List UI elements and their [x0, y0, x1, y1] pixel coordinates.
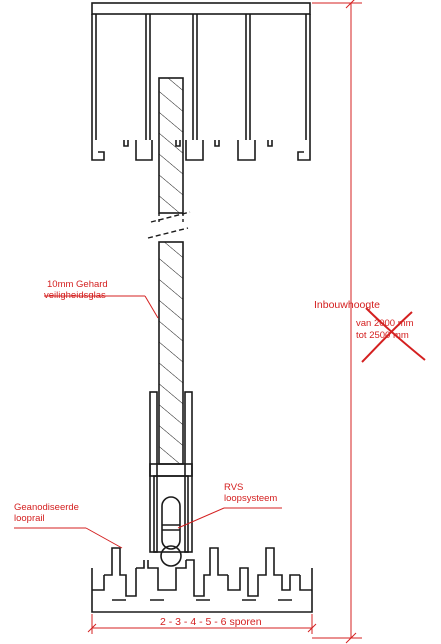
height-dimension — [312, 0, 362, 644]
leader-lines — [14, 295, 282, 549]
bottom-rail-profile — [91, 547, 313, 613]
system-label-line2: loopsysteem — [224, 493, 278, 504]
height-title: Inbouwhoogte — [314, 299, 380, 311]
tracks-label: 2 - 3 - 4 - 5 - 6 sporen — [160, 616, 262, 628]
glass-clamp — [149, 391, 193, 553]
roller-system — [160, 496, 182, 567]
rail-label-line2: looprail — [14, 513, 45, 524]
top-rail-profile — [91, 2, 311, 161]
track-dimension — [87, 614, 317, 634]
glass-panel — [147, 77, 191, 465]
rail-label-line1: Geanodiseerde — [14, 502, 79, 513]
height-range-line1: van 2000 mm — [356, 318, 414, 329]
strike-cross — [361, 307, 426, 363]
glass-label-line2: veiligheidsglas — [44, 290, 106, 301]
system-label-line1: RVS — [224, 482, 244, 493]
glass-label-line1: 10mm Gehard — [47, 279, 108, 290]
height-range-line2: tot 2500 mm — [356, 330, 409, 341]
